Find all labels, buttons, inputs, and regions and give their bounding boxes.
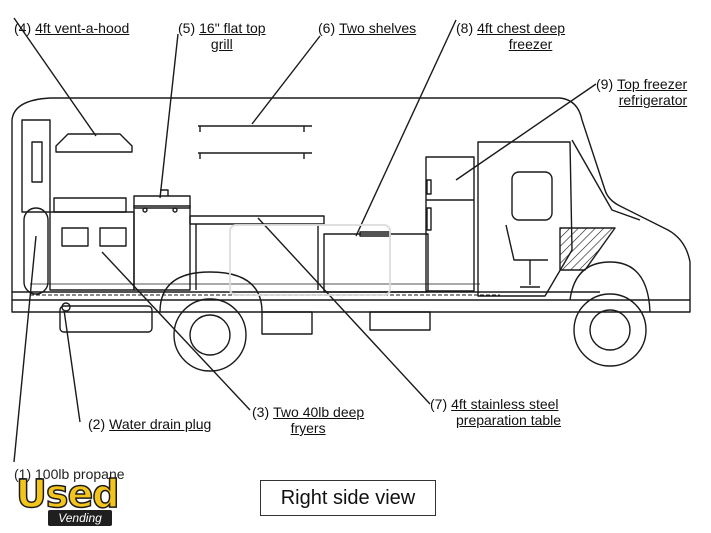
front-wheel (573, 293, 647, 367)
leader-fryers (101, 251, 251, 411)
label-table: (7)4ft stainless steel preparation table (430, 396, 562, 428)
used-vending-logo: Used Vending (6, 466, 156, 528)
truck-body-outline (11, 97, 691, 301)
leader-fridge (455, 83, 597, 181)
label-grill: (5)16" flat top grill (178, 20, 266, 52)
refrigerator (425, 156, 475, 292)
logo-sub: Vending (48, 510, 112, 526)
rear-wheel (173, 298, 247, 372)
label-fridge: (9)Top freezer refrigerator (596, 76, 688, 108)
propane-tank (23, 207, 49, 295)
label-propane: (1) 100lb propane (14, 466, 125, 482)
driver-seat (505, 224, 548, 288)
rear-door (21, 119, 51, 213)
watermark (229, 224, 391, 296)
label-drain: (2)Water drain plug (88, 416, 212, 432)
chest-freezer (323, 233, 429, 293)
label-fryers: (3)Two 40lb deep fryers (252, 404, 365, 436)
view-title: Right side view (260, 480, 436, 516)
cab-window (511, 171, 553, 221)
label-shelves: (6)Two shelves (318, 20, 417, 36)
leader-table (257, 217, 431, 405)
leader-drain (63, 309, 81, 423)
leader-shelves (251, 35, 321, 125)
flat-top-grill (133, 205, 191, 291)
leader-freezer (355, 19, 457, 237)
shelf-bottom (198, 152, 312, 159)
fryer-unit (49, 211, 135, 291)
vent-hood (55, 133, 133, 153)
leader-grill (159, 33, 179, 199)
leader-hood (13, 17, 97, 137)
shelf-top (198, 125, 312, 132)
logo-word: Used (15, 471, 120, 517)
label-freezer: (8)4ft chest deep freezer (456, 20, 566, 52)
label-hood: (4)4ft vent-a-hood (14, 20, 130, 36)
cab-step (559, 227, 616, 271)
leader-propane (13, 235, 37, 463)
cab-door (477, 141, 573, 297)
prep-table (189, 215, 325, 225)
water-tank (59, 305, 153, 333)
